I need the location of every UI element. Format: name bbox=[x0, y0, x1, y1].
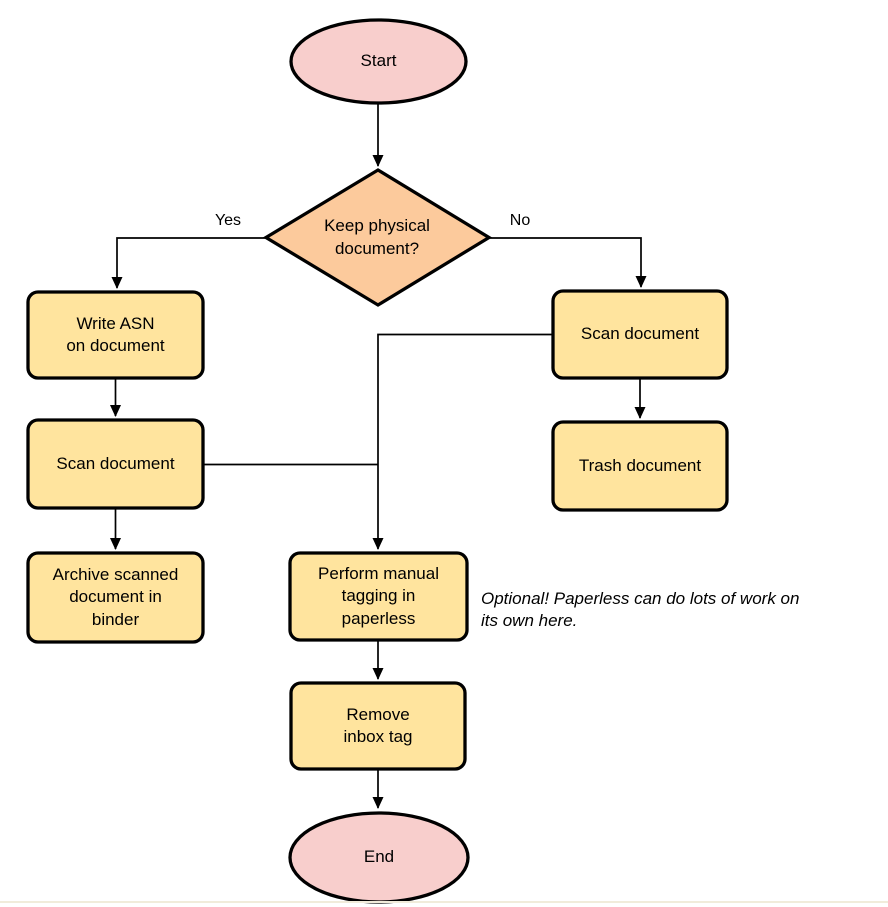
remove-inbox-node-shape bbox=[289, 681, 467, 771]
edge-layer bbox=[110, 103, 647, 809]
scan-left-node-shape bbox=[26, 418, 205, 510]
decision-node-shape bbox=[262, 168, 493, 307]
edge-decision-no-to-scan-right bbox=[489, 237, 647, 288]
edge-scan-right-to-tagging bbox=[372, 333, 553, 550]
trash-node-shape bbox=[551, 420, 729, 512]
archive-node-shape bbox=[26, 551, 205, 644]
start-node-shape bbox=[289, 18, 468, 105]
scan-right-node-shape bbox=[551, 289, 729, 380]
edge-decision-yes-to-write-asn bbox=[111, 237, 266, 289]
write-asn-node-shape bbox=[26, 290, 205, 380]
node-layer bbox=[26, 18, 729, 904]
tagging-node-shape bbox=[288, 551, 469, 642]
page-bottom-divider bbox=[0, 901, 888, 903]
optional-note-text: Optional! Paperless can do lots of work … bbox=[481, 589, 800, 631]
end-node-shape bbox=[288, 811, 470, 904]
